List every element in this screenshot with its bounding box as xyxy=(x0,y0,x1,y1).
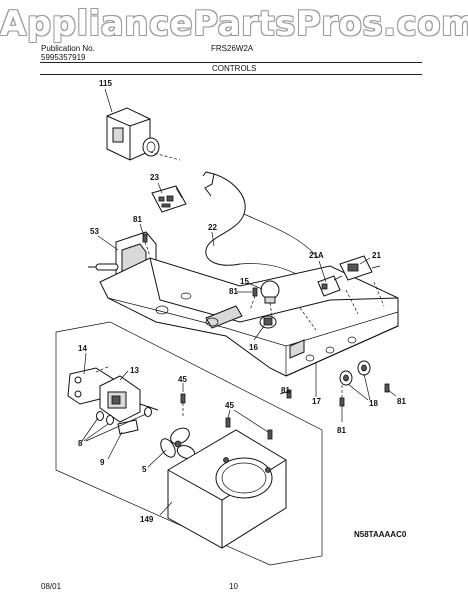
callout-22: 22 xyxy=(208,223,217,232)
callout-21: 21 xyxy=(372,251,381,260)
header-rule-bottom xyxy=(40,74,422,75)
header-rule-top xyxy=(40,62,422,63)
part-5-fan-blade xyxy=(160,427,196,459)
callout-53: 53 xyxy=(90,227,99,236)
callout-14: 14 xyxy=(78,344,87,353)
part-23-control-board xyxy=(151,185,187,213)
part-21-switch-assembly xyxy=(317,255,381,297)
model-number: FRS26W2A xyxy=(211,44,254,53)
publication-label: Publication No. xyxy=(41,44,95,53)
callout-81-lower-left: 81 xyxy=(281,386,290,395)
callout-45-right: 45 xyxy=(225,401,234,410)
footer-page-number: 10 xyxy=(229,582,238,591)
callout-9: 9 xyxy=(100,458,105,467)
section-title: CONTROLS xyxy=(212,64,257,73)
callout-81-upper-left: 81 xyxy=(133,215,142,224)
callout-23: 23 xyxy=(150,173,159,182)
watermark: AppliancePartsPros.com xyxy=(0,4,468,44)
callout-15: 15 xyxy=(240,277,249,286)
callout-13: 13 xyxy=(130,366,139,375)
part-15-light-bulb xyxy=(260,280,280,317)
callout-16: 16 xyxy=(249,343,258,352)
callout-45-left: 45 xyxy=(178,375,187,384)
part-16-socket xyxy=(259,315,277,329)
publication-number: 5995357919 xyxy=(41,53,86,62)
screws-81 xyxy=(142,233,390,407)
callout-115: 115 xyxy=(99,79,112,88)
callout-17: 17 xyxy=(312,397,321,406)
leader-lines xyxy=(81,88,397,516)
callout-18: 18 xyxy=(369,399,378,408)
callout-21A: 21A xyxy=(309,251,324,260)
callout-149: 149 xyxy=(140,515,154,524)
callout-81-right: 81 xyxy=(397,397,406,406)
footer-date: 08/01 xyxy=(41,582,62,591)
part-13-fan-motor xyxy=(99,375,159,423)
part-22-wire-harness xyxy=(202,171,319,277)
callout-8: 8 xyxy=(78,439,83,448)
callout-5: 5 xyxy=(142,465,147,474)
inset-frame xyxy=(55,321,323,566)
part-115-control-box xyxy=(106,107,181,161)
part-17-trim xyxy=(285,325,399,377)
callout-81-middle: 81 xyxy=(229,287,238,296)
diagram-code: N58TAAAAC0 xyxy=(354,530,407,539)
callout-81-bottom: 81 xyxy=(337,426,346,435)
part-8-grommets xyxy=(96,407,152,425)
part-149-fan-shroud xyxy=(167,429,287,549)
